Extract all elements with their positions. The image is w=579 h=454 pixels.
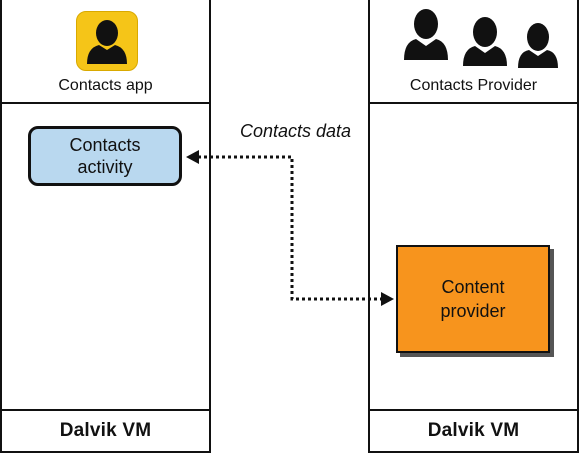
- contacts-app-icon: [76, 11, 138, 71]
- contacts-app-label: Contacts app: [58, 77, 153, 94]
- provider-line-2: provider: [440, 301, 506, 321]
- arrow-head-right-icon: [381, 292, 394, 306]
- connector-line: [198, 155, 382, 301]
- dalvik-vm-left: Dalvik VM: [2, 409, 209, 451]
- activity-line-1: Contacts: [69, 135, 141, 155]
- contacts-data-label: Contacts data: [240, 121, 352, 141]
- dalvik-vm-right: Dalvik VM: [370, 409, 577, 451]
- arrow-head-left-icon: [186, 150, 199, 164]
- contacts-app-process: Contacts app Dalvik VM: [0, 0, 211, 453]
- contacts-app-header: Contacts app: [2, 0, 209, 104]
- content-provider-box: Content provider: [396, 245, 550, 353]
- people-group-icon: [404, 9, 558, 68]
- activity-line-2: activity: [77, 157, 133, 177]
- provider-line-1: Content: [441, 277, 505, 297]
- contacts-provider-label: Contacts Provider: [409, 77, 538, 94]
- person-silhouette-icon: [87, 20, 127, 64]
- contacts-activity-box: Contacts activity: [28, 126, 182, 186]
- contacts-provider-process: Contacts Provider Dalvik VM: [368, 0, 579, 453]
- contacts-provider-header: Contacts Provider: [370, 0, 577, 104]
